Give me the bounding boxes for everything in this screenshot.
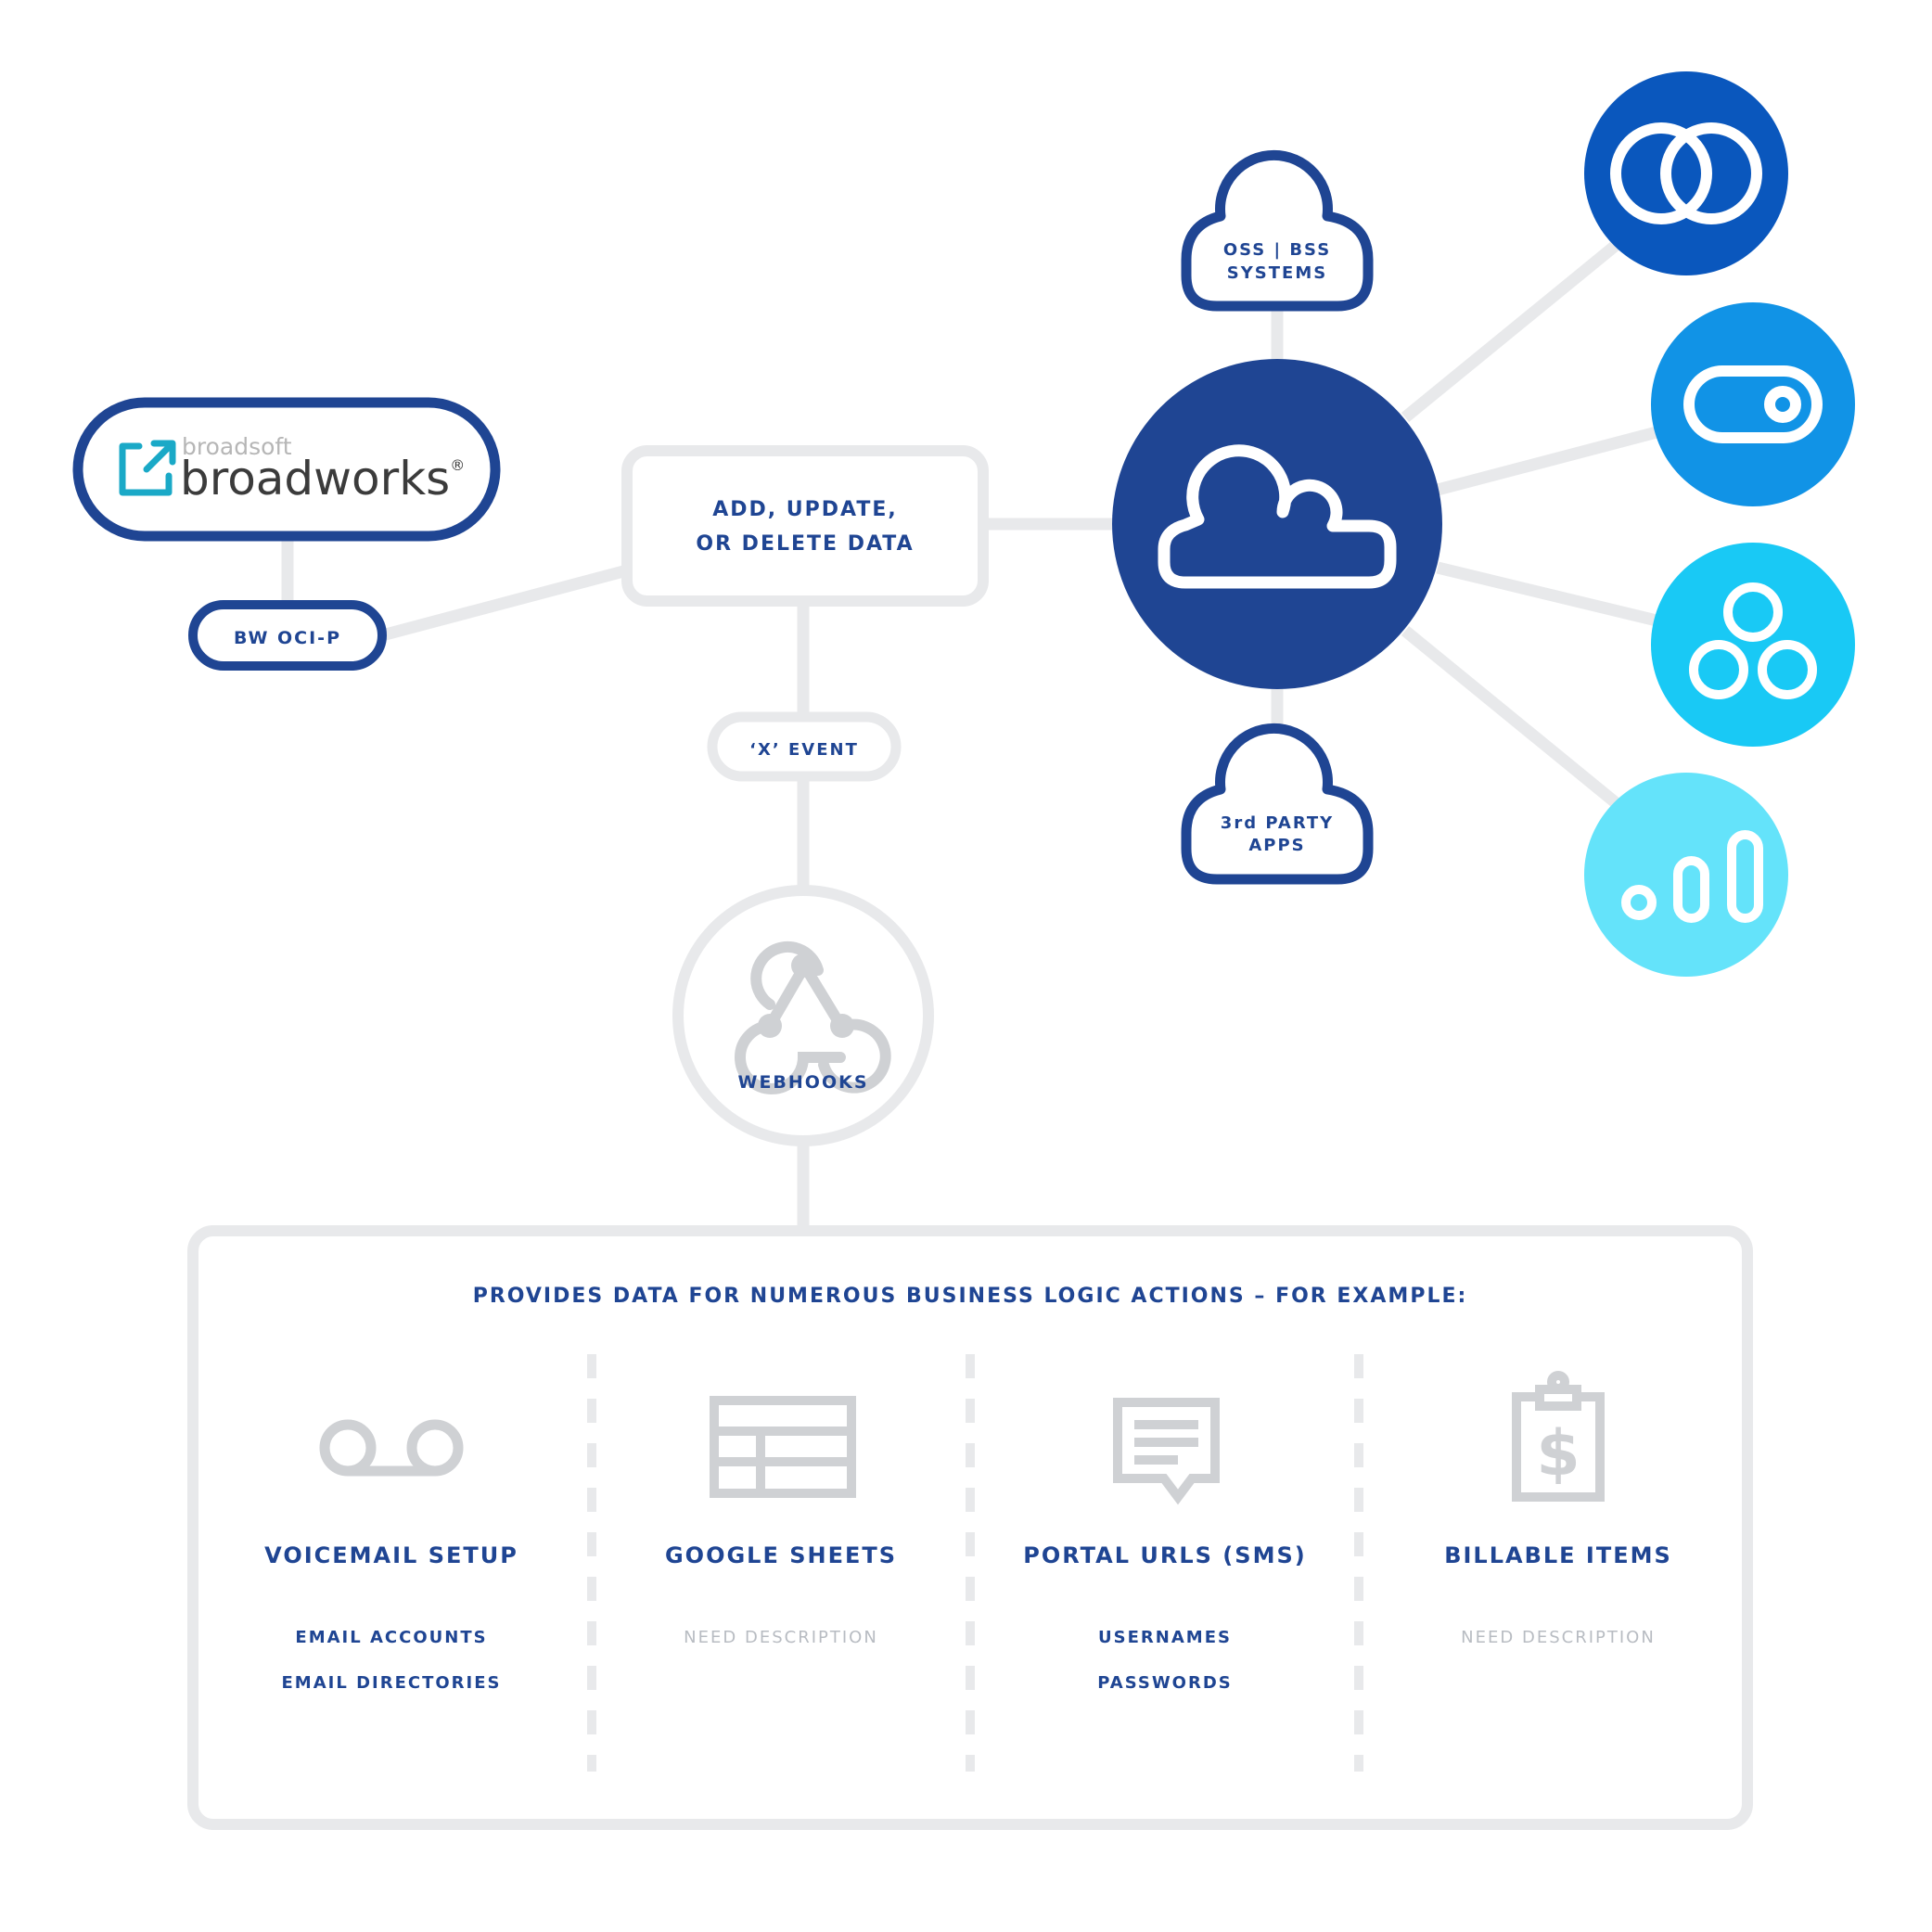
integration-2-node [1651,302,1855,506]
voicemail-icon [319,1419,464,1477]
action-column-billable-items: $ BILLABLE ITEMS NEED DESCRIPTION [1444,1371,1672,1647]
broadworks-brand-word: broadworks [180,452,450,505]
data-hub-label-line2: OR DELETE DATA [696,532,914,556]
third-party-apps-cloud-shape [1181,723,1374,885]
oci-to-hub-line [380,564,629,642]
voicemail-item-2: EMAIL DIRECTORIES [282,1673,502,1693]
bar-chart-icon [1621,830,1763,923]
cloud-to-integration-4-line [1401,625,1623,811]
third-party-apps-label-line2: APPS [1248,836,1305,855]
oss-bss-cloud-shape [1181,149,1374,312]
integration-3-circle [1651,543,1855,747]
billable-items-title: BILLABLE ITEMS [1444,1542,1672,1568]
three-circles-icon [1689,582,1817,699]
cloud-to-integration-1-line [1401,237,1623,423]
toggle-icon [1683,365,1823,443]
oss-bss-label-line2: SYSTEMS [1227,263,1327,283]
data-hub-box [621,445,989,607]
third-party-apps-cloud-node: 3rd PARTY APPS [1181,723,1374,885]
billable-items-placeholder: NEED DESCRIPTION [1461,1628,1656,1647]
integration-1-node [1584,71,1788,275]
bw-oci-p-label: BW OCI-P [234,628,341,648]
broadworks-node: broadsoft broadworks® BW OCI-P [72,397,501,671]
data-hub-label-line1: ADD, UPDATE, [712,498,898,521]
integration-2-circle [1651,302,1855,506]
google-sheets-title: GOOGLE SHEETS [665,1542,897,1568]
webhook-node-right [830,1014,854,1038]
actions-panel: PROVIDES DATA FOR NUMEROUS BUSINESS LOGI… [187,1225,1753,1830]
integration-4-circle [1584,773,1788,977]
oss-bss-cloud-node: OSS | BSS SYSTEMS [1181,149,1374,312]
connector-lines [281,237,1662,1229]
webhooks-node: WEBHOOKS [672,885,934,1146]
webhook-node-left [758,1014,782,1038]
broadworks-logo-icon [119,440,176,496]
google-sheets-placeholder: NEED DESCRIPTION [684,1628,878,1647]
portal-urls-item-2: PASSWORDS [1097,1673,1233,1693]
oss-bss-label-line1: OSS | BSS [1223,240,1331,260]
invoice-clipboard-icon [1512,1371,1605,1502]
portal-urls-title: PORTAL URLS (SMS) [1023,1542,1306,1568]
third-party-apps-label-line1: 3rd PARTY [1221,813,1334,833]
cloud-icon [1158,444,1397,589]
dollar-sign-glyph: $ [1536,1417,1580,1491]
broadworks-trademark: ® [450,456,465,474]
broadworks-brand-large: broadworks® [180,452,465,505]
broadworks-pill [72,397,501,542]
voicemail-title: VOICEMAIL SETUP [264,1542,518,1568]
integration-4-node [1584,773,1788,977]
cloud-hub-circle [1112,359,1442,689]
broadworks-brand-small: broadsoft [182,433,292,460]
cloud-hub-node [1112,359,1442,689]
integration-3-node [1651,543,1855,747]
action-column-google-sheets: GOOGLE SHEETS NEED DESCRIPTION [665,1396,897,1647]
cloud-to-integration-3-line [1436,561,1662,628]
event-node: ‘X’ EVENT [707,711,902,782]
data-hub-node: ADD, UPDATE, OR DELETE DATA [621,445,989,607]
webhook-icon-nodes [758,953,854,1038]
integration-1-circle [1584,71,1788,275]
webhooks-label: WEBHOOKS [737,1072,868,1093]
cloud-to-integration-2-line [1436,425,1662,496]
portal-urls-item-1: USERNAMES [1098,1628,1232,1647]
spreadsheet-icon [710,1396,856,1498]
voicemail-item-1: EMAIL ACCOUNTS [295,1628,487,1647]
actions-panel-box [187,1225,1753,1830]
event-label: ‘X’ EVENT [749,740,859,760]
message-icon [1113,1398,1220,1505]
actions-panel-heading: PROVIDES DATA FOR NUMEROUS BUSINESS LOGI… [473,1285,1468,1308]
webhook-node-top [791,953,815,978]
bw-oci-p-pill [188,600,387,671]
event-pill [707,711,902,782]
action-column-portal-urls: PORTAL URLS (SMS) USERNAMES PASSWORDS [1023,1398,1306,1693]
action-column-voicemail: VOICEMAIL SETUP EMAIL ACCOUNTS EMAIL DIR… [264,1419,518,1693]
webhooks-circle [672,885,934,1146]
overlapping-circles-icon [1610,122,1762,224]
